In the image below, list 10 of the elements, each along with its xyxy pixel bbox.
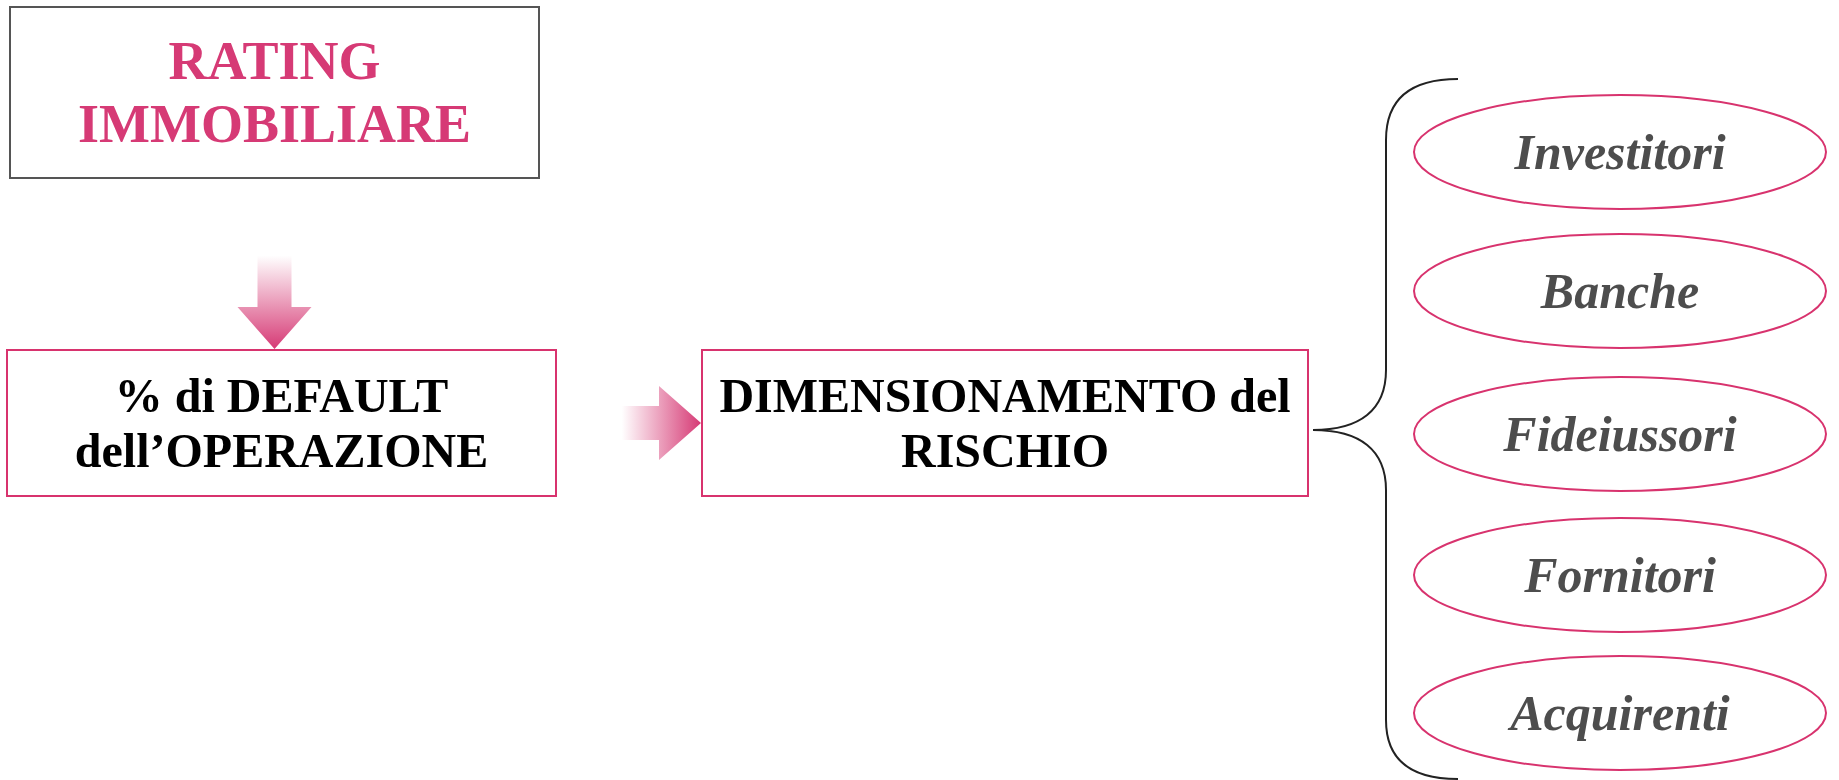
node-label: Fideiussori <box>1503 405 1737 463</box>
node-label: Fornitori <box>1524 546 1716 604</box>
node-label: Investitori <box>1514 123 1726 181</box>
process-box <box>701 349 1309 497</box>
title-box <box>9 6 540 179</box>
node-label: % di DEFAULT dell’OPERAZIONE <box>73 367 490 479</box>
node-label: RATING IMMOBILIARE <box>77 30 472 155</box>
node-label: DIMENSIONAMENTO del RISCHIO <box>718 367 1292 479</box>
process-box <box>6 349 557 497</box>
node-label: Banche <box>1540 262 1700 320</box>
